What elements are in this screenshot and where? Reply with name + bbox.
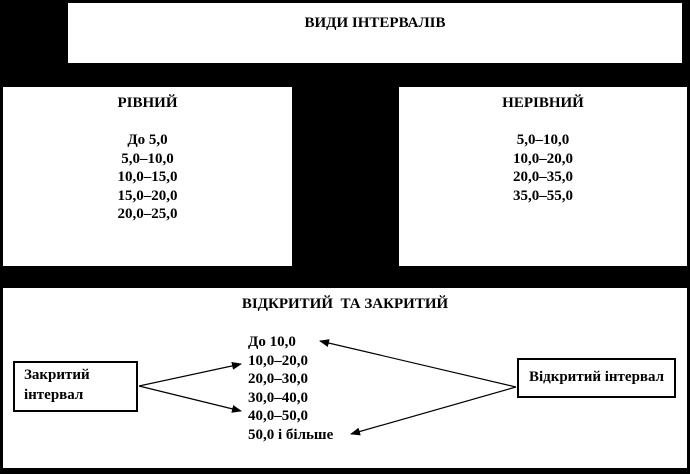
open-closed-panel: ВІДКРИТИЙ ТА ЗАКРИТИЙ Закритий інтервал … (3, 288, 687, 468)
unequal-intervals-heading: НЕРІВНИЙ (502, 95, 584, 111)
open-interval-box: Відкритий інтервал (517, 358, 676, 398)
equal-intervals-box: РІВНИЙ До 5,0 5,0–10,0 10,0–15,0 15,0–20… (3, 87, 292, 266)
list-item: 15,0–20,0 (117, 187, 178, 204)
list-item: 30,0–40,0 (248, 389, 308, 406)
list-item: 20,0–35,0 (513, 169, 573, 185)
list-item: До 10,0 (248, 334, 296, 350)
list-item: 5,0–10,0 (516, 132, 570, 148)
open-closed-interval-list: До 10,0 10,0–20,0 20,0–30,0 30,0–40,0 40… (248, 333, 333, 445)
unequal-intervals-box: НЕРІВНИЙ 5,0–10,0 10,0–20,0 20,0–35,0 35… (399, 87, 687, 266)
list-item: 50,0 і більше (248, 426, 334, 443)
spacer (3, 113, 292, 132)
list-item: 20,0–25,0 (117, 206, 178, 222)
equal-intervals-heading: РІВНИЙ (117, 95, 178, 111)
list-item: 5,0–10,0 (121, 150, 174, 167)
list-item: 20,0–30,0 (248, 371, 308, 388)
list-item: 40,0–50,0 (248, 408, 308, 425)
list-item: 35,0–55,0 (513, 187, 573, 204)
closed-interval-label-line1: Закритий (24, 367, 90, 383)
list-item: 10,0–15,0 (117, 169, 178, 185)
spacer (399, 113, 687, 132)
list-item: До 5,0 (127, 132, 168, 148)
diagram-title-box: ВИДИ ІНТЕРВАЛІВ (68, 3, 682, 63)
list-item: 10,0–20,0 (513, 150, 573, 167)
closed-interval-label-line2: інтервал (24, 386, 84, 403)
diagram-title: ВИДИ ІНТЕРВАЛІВ (304, 15, 446, 31)
closed-interval-box: Закритий інтервал (13, 361, 138, 412)
open-interval-label: Відкритий інтервал (528, 369, 665, 385)
open-closed-heading: ВІДКРИТИЙ ТА ЗАКРИТИЙ (241, 296, 449, 312)
list-item: 10,0–20,0 (248, 352, 308, 369)
